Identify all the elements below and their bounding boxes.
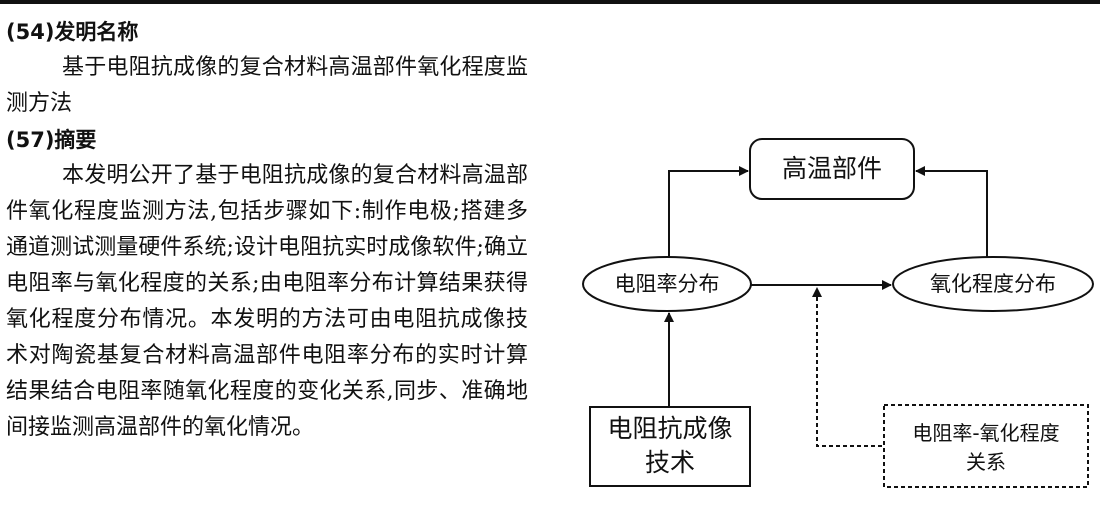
relation-label-line1: 电阻率-氧化程度 xyxy=(912,421,1060,445)
relation-node xyxy=(883,404,1089,488)
high-temp-component-label: 高温部件 xyxy=(781,154,882,183)
high-temp-component-node xyxy=(749,138,915,200)
resistivity-distribution-label: 电阻率分布 xyxy=(614,272,720,296)
arrow-resistivity-to-component xyxy=(668,166,749,258)
title-heading: (54)发明名称 xyxy=(6,20,139,44)
patent-text-column: (54)发明名称 基于电阻抗成像的复合材料高温部件氧化程度监测方法 (57)摘要… xyxy=(6,14,528,446)
oxidation-distribution-label: 氧化程度分布 xyxy=(930,272,1056,296)
flow-diagram: 高温部件 电阻率分布 氧化程度分布 电阻抗成像 技术 电阻率-氧化程度 关系 xyxy=(580,0,1100,508)
oxidation-distribution-node xyxy=(892,256,1094,312)
relation-label-line2: 关系 xyxy=(966,450,1006,474)
abstract-heading: (57)摘要 xyxy=(6,128,97,152)
eit-technique-label-line2: 技术 xyxy=(644,448,695,477)
abstract-text: 本发明公开了基于电阻抗成像的复合材料高温部件氧化程度监测方法,包括步骤如下:制作… xyxy=(6,163,528,440)
eit-technique-node xyxy=(589,406,751,487)
invention-title: 基于电阻抗成像的复合材料高温部件氧化程度监测方法 xyxy=(6,55,528,116)
arrow-oxidation-to-component xyxy=(915,166,988,258)
arrow-relation-to-main-link xyxy=(812,287,882,447)
flow-diagram-shapes xyxy=(582,138,1094,488)
eit-technique-label-line1: 电阻抗成像 xyxy=(607,414,733,443)
top-rule xyxy=(0,0,1100,4)
